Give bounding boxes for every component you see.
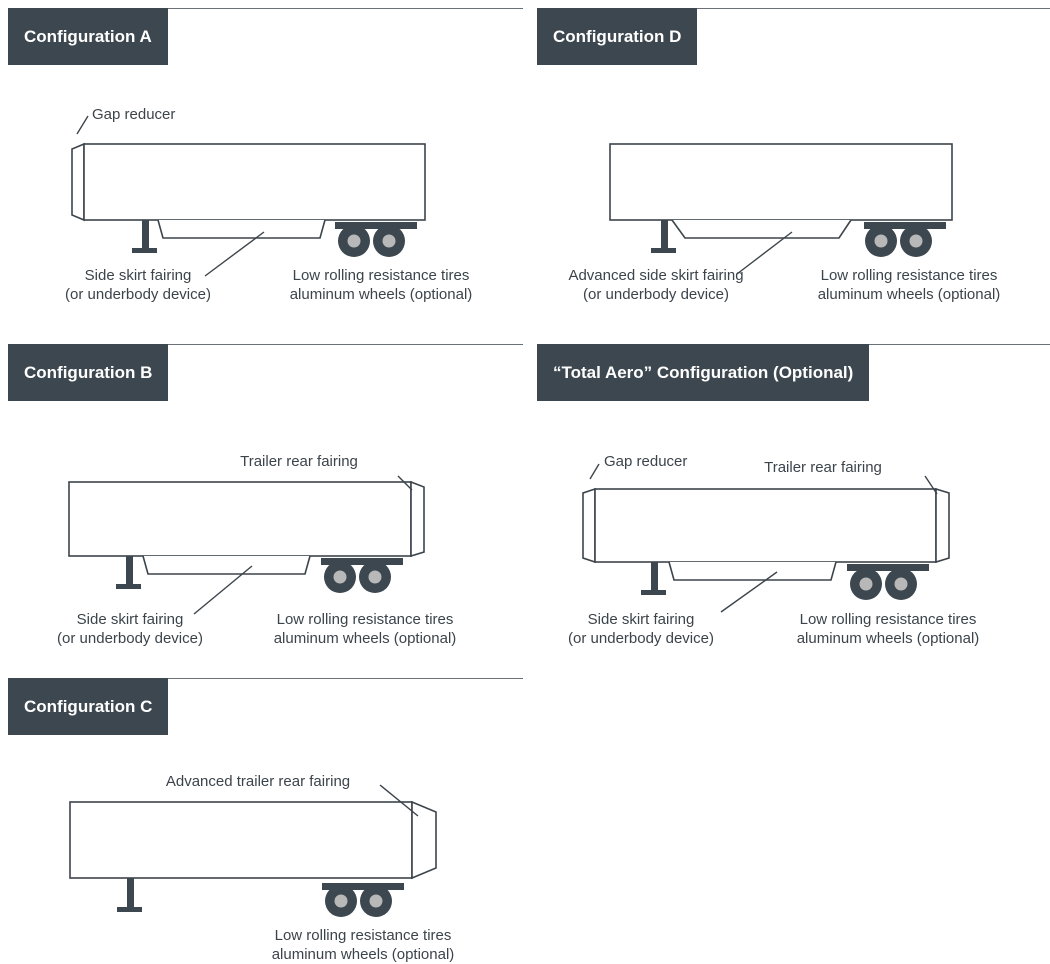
side-skirt (668, 561, 837, 581)
trailer-body (594, 488, 937, 563)
axle-bar (322, 883, 404, 890)
tires-label: Low rolling resistance tires aluminum wh… (273, 611, 457, 647)
trailer-body (68, 481, 412, 557)
panel-configuration-b: Configuration B Trailer rear fairing Sid… (8, 344, 523, 654)
side-skirt (157, 219, 326, 239)
gap-reducer-label: Gap reducer (92, 106, 176, 123)
panel-total-aero: “Total Aero” Configuration (Optional) Ga… (537, 344, 1050, 654)
gap-reducer-label: Gap reducer (604, 453, 688, 470)
axle-bar (321, 558, 403, 565)
gap-reducer (582, 487, 596, 564)
landing-gear (127, 878, 134, 909)
rear-fairing-label: Trailer rear fairing (240, 453, 358, 470)
trailer-diagram (68, 475, 425, 615)
panel-configuration-d: Configuration D Advanced side skirt fair… (537, 8, 1050, 318)
axle-bar (335, 222, 417, 229)
axle-bar (864, 222, 946, 229)
rear-fairing-label: Advanced trailer rear fairing (165, 773, 351, 790)
trailer-diagram (71, 115, 426, 277)
landing-gear (142, 220, 149, 250)
rear-fairing (411, 800, 437, 880)
rear-fairing (935, 487, 950, 564)
landing-gear (661, 220, 668, 250)
landing-gear (126, 556, 133, 586)
trailer-diagram (609, 143, 953, 275)
tires-label: Low rolling resistance tires aluminum wh… (289, 267, 473, 303)
trailer-body (83, 143, 426, 221)
trailer-diagram (582, 463, 950, 613)
panel-title: Configuration D (537, 8, 698, 65)
tires-label: Low rolling resistance tires aluminum wh… (271, 927, 455, 963)
panel-title: Configuration C (8, 678, 169, 735)
panel-title: “Total Aero” Configuration (Optional) (537, 344, 870, 401)
rear-fairing (410, 480, 425, 558)
axle-bar (847, 564, 929, 571)
panel-title: Configuration B (8, 344, 169, 401)
panel-rule (8, 678, 523, 679)
trailer-diagram (69, 784, 437, 917)
panel-rule (537, 8, 1050, 9)
trailer-body (609, 143, 953, 221)
tires-label: Low rolling resistance tires aluminum wh… (796, 611, 980, 647)
panel-title: Configuration A (8, 8, 168, 65)
landing-gear (651, 562, 658, 592)
rear-fairing-label: Trailer rear fairing (764, 459, 882, 476)
panel-configuration-c: Configuration C Advanced trailer rear fa… (8, 678, 523, 964)
side-skirt-label: Side skirt fairing (or underbody device) (65, 267, 211, 303)
panel-configuration-a: Configuration A Gap reducer Side skirt f… (8, 8, 523, 318)
side-skirt-label: Side skirt fairing (or underbody device) (57, 611, 203, 647)
trailer-body (69, 801, 413, 879)
side-skirt-label: Side skirt fairing (or underbody device) (568, 611, 714, 647)
tires-label: Low rolling resistance tires aluminum wh… (817, 267, 1001, 303)
panel-rule (8, 8, 523, 9)
side-skirt (671, 219, 852, 239)
gap-reducer (71, 142, 85, 222)
side-skirt (142, 555, 311, 575)
panel-rule (8, 344, 523, 345)
side-skirt-label: Advanced side skirt fairing (or underbod… (568, 267, 744, 303)
